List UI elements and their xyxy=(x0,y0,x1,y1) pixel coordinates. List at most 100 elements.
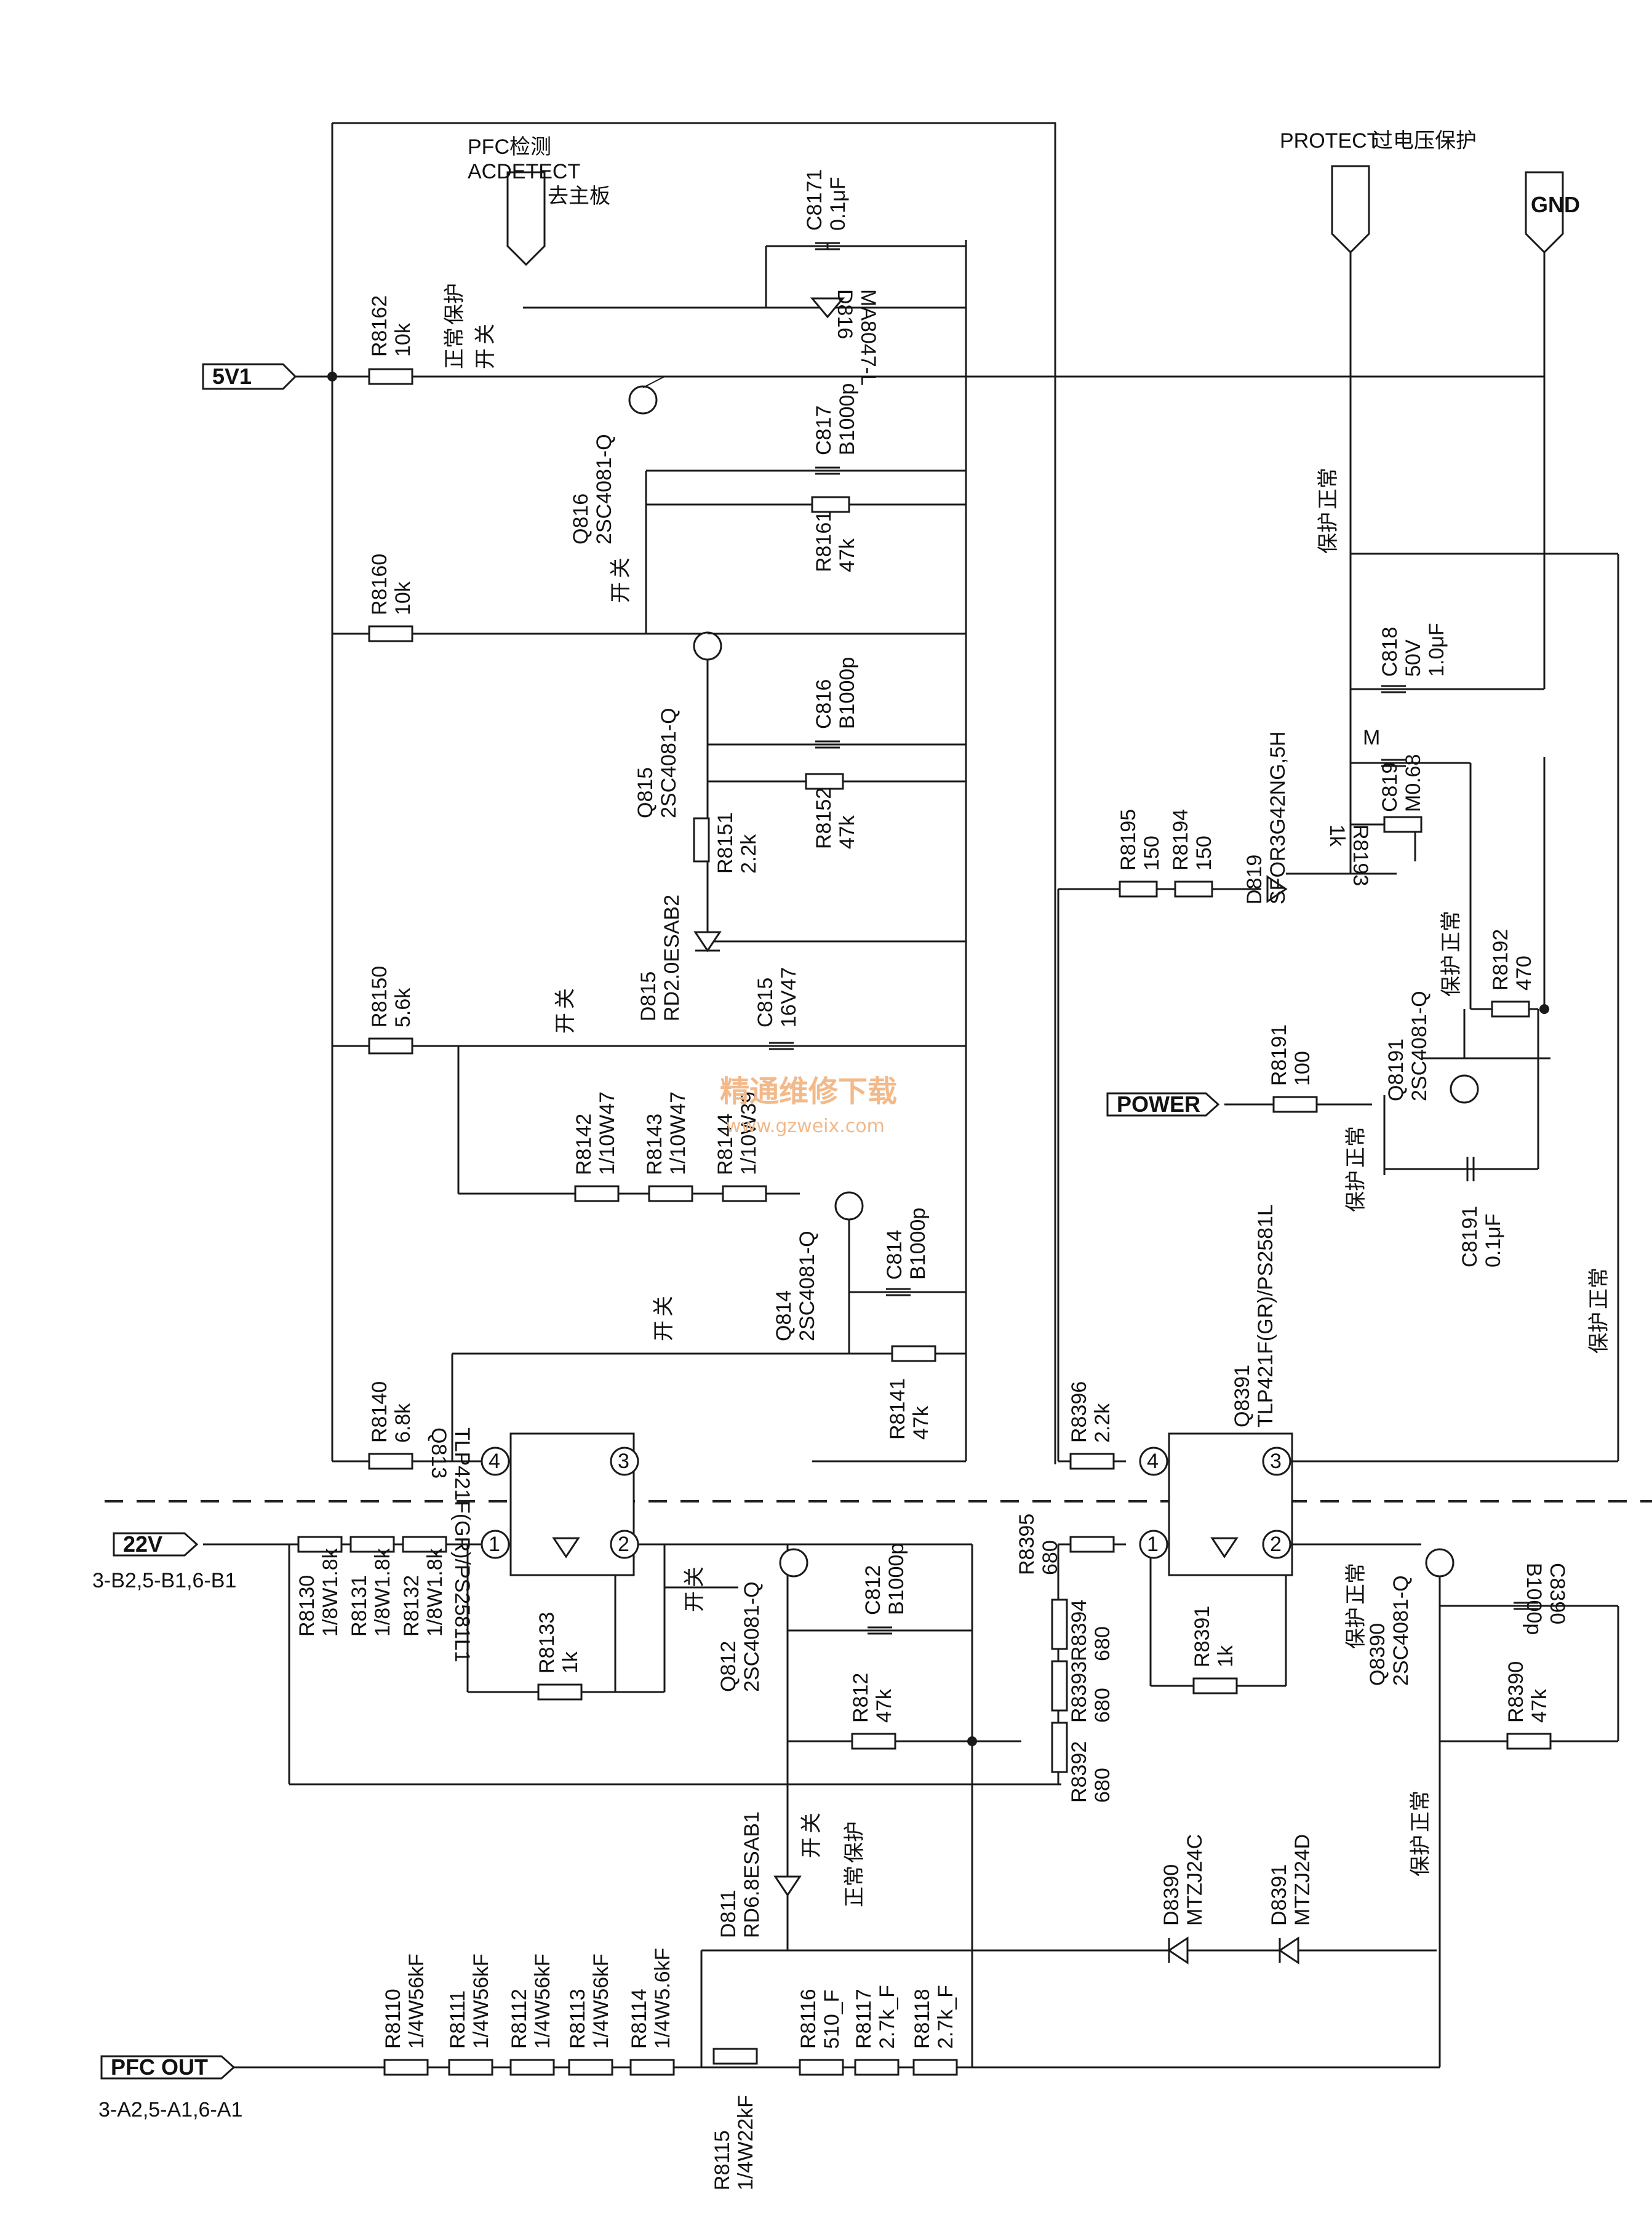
label-r8161: R8161 47k xyxy=(812,511,859,572)
svg-text:开: 开 xyxy=(652,1320,676,1341)
svg-text:C812: C812 xyxy=(861,1565,885,1615)
q813-pin-1-label: 1 xyxy=(489,1533,500,1556)
label-c8171: C8171 0.1μF xyxy=(803,169,850,231)
label-r8117: R8117 2.7k_F xyxy=(852,1985,899,2049)
svg-text:关: 关 xyxy=(800,1813,823,1834)
svg-text:1/10W39: 1/10W39 xyxy=(737,1092,760,1175)
resistor-r8191 xyxy=(1272,1096,1318,1113)
label-r8195: R8195 150 xyxy=(1117,809,1163,871)
capacitor-c818 xyxy=(1381,685,1406,693)
over-voltage-label: 过电压保护 xyxy=(1372,129,1477,153)
connector-power: POWER xyxy=(1106,1092,1220,1117)
svg-text:R8195: R8195 xyxy=(1117,809,1140,871)
svg-text:关: 关 xyxy=(652,1296,676,1317)
diode-d811 xyxy=(773,1875,802,1897)
capacitors xyxy=(769,242,1538,1635)
label-r8162: R8162 10k xyxy=(368,295,415,357)
svg-text:Q812: Q812 xyxy=(717,1641,740,1692)
svg-text:正常: 正常 xyxy=(1344,1126,1368,1168)
label-q813: TLP421F(GR)/PS2581L1 Q813 xyxy=(427,1427,474,1662)
svg-text:R8118: R8118 xyxy=(911,1989,934,2049)
state-on-off-d811: 开 关 xyxy=(800,1813,823,1858)
transistor-q815 xyxy=(693,631,732,661)
svg-text:Q8391: Q8391 xyxy=(1231,1365,1254,1427)
svg-text:1/4W56kF: 1/4W56kF xyxy=(405,1954,428,2049)
svg-text:SFOR3G42NG,5H: SFOR3G42NG,5H xyxy=(1266,731,1290,904)
svg-text:510_F: 510_F xyxy=(820,1990,844,2049)
svg-text:正常: 正常 xyxy=(1344,1563,1368,1605)
connector-gnd: GND xyxy=(1525,171,1580,254)
svg-text:680: 680 xyxy=(1091,1626,1114,1661)
svg-text:6.8k: 6.8k xyxy=(391,1403,415,1443)
q813-pin-4 xyxy=(481,1447,510,1476)
svg-text:C818: C818 xyxy=(1378,627,1402,677)
svg-text:10k: 10k xyxy=(391,581,415,615)
label-r8111: R8111 1/4W56kF xyxy=(446,1954,493,2049)
resistor-r8130 xyxy=(297,1536,343,1553)
svg-text:0.1μF: 0.1μF xyxy=(1482,1213,1505,1267)
capacitor-c8390 xyxy=(1514,1602,1538,1610)
svg-text:正常: 正常 xyxy=(1587,1267,1611,1309)
watermark: 精通维修下载 www.gzweix.com xyxy=(720,1074,897,1137)
state-normal-protect-acdetect: 正常 保护 xyxy=(443,283,466,369)
svg-text:R8162: R8162 xyxy=(368,295,391,357)
to-main-board-label: 去主板 xyxy=(548,185,610,208)
svg-text:1/8W1.8k: 1/8W1.8k xyxy=(423,1547,447,1637)
svg-text:Q815: Q815 xyxy=(634,767,657,818)
svg-text:2.2k: 2.2k xyxy=(737,834,760,874)
state-protect-normal-d8391: 保护 正常 xyxy=(1409,1790,1432,1877)
svg-text:M0.68: M0.68 xyxy=(1402,754,1425,813)
svg-text:正常: 正常 xyxy=(1409,1790,1432,1832)
resistor-r8152 xyxy=(805,773,844,790)
connector-pfc-out: PFC OUT 3-A2,5-A1,6-A1 xyxy=(98,2054,242,2121)
state-on-off-r8150: 开 关 xyxy=(554,988,577,1034)
svg-text:C8171: C8171 xyxy=(803,169,826,231)
label-c817: C817 B1000p xyxy=(812,383,859,455)
state-protect-normal-q8191: 保护 正常 xyxy=(1440,911,1463,997)
resistors xyxy=(297,368,1552,2076)
resistor-r8140 xyxy=(368,1453,413,1470)
resistor-r8160 xyxy=(368,625,413,642)
svg-text:470: 470 xyxy=(1512,956,1536,991)
label-d8391: D8391 MTZJ24D xyxy=(1267,1834,1314,1926)
state-on-off-q814: 开 关 xyxy=(652,1296,676,1341)
label-r8192: R8192 470 xyxy=(1489,929,1536,991)
svg-text:2SC4081-Q: 2SC4081-Q xyxy=(796,1231,819,1341)
label-r8118: R8118 2.7k_F xyxy=(911,1985,957,2049)
label-r8142: R8142 1/10W47 xyxy=(572,1092,619,1175)
diode-d819 xyxy=(1266,875,1288,903)
connector-pfc-out-label: PFC OUT xyxy=(111,2054,208,2080)
svg-text:1k: 1k xyxy=(1325,824,1349,847)
label-r8131: R8131 1/8W1.8k xyxy=(348,1547,394,1637)
label-r8116: R8116 510_F xyxy=(797,1989,844,2049)
resistor-r8391 xyxy=(1192,1677,1238,1694)
svg-text:正常: 正常 xyxy=(1440,911,1463,952)
q8391-pin-2 xyxy=(1262,1530,1291,1559)
svg-text:Q813: Q813 xyxy=(427,1427,450,1479)
state-protect-normal-q8390: 保护 正常 xyxy=(1344,1563,1368,1649)
label-r8112: R8112 1/4W56kF xyxy=(508,1954,554,2049)
svg-text:R8115: R8115 xyxy=(711,2130,734,2190)
label-r8115: R8115 1/4W22kF xyxy=(711,2095,757,2190)
label-r8392: R8392 680 xyxy=(1067,1741,1114,1803)
svg-text:开: 开 xyxy=(609,582,632,603)
svg-text:Q814: Q814 xyxy=(772,1290,796,1341)
svg-text:开: 开 xyxy=(474,348,497,369)
resistor-r812 xyxy=(851,1733,896,1750)
resistor-r8133 xyxy=(537,1683,583,1701)
svg-text:MA8047-L: MA8047-L xyxy=(856,289,880,386)
c819-mark: M xyxy=(1363,726,1380,749)
diodes xyxy=(693,297,1299,1965)
state-normal-protect-d811: 正常 保护 xyxy=(843,1821,866,1907)
label-q814: Q814 2SC4081-Q xyxy=(772,1231,819,1341)
svg-text:R8160: R8160 xyxy=(368,554,391,615)
svg-text:D8390: D8390 xyxy=(1160,1864,1183,1926)
svg-text:D811: D811 xyxy=(717,1890,740,1938)
svg-text:B1000p: B1000p xyxy=(885,1543,908,1615)
q8391-pin-3 xyxy=(1262,1447,1291,1476)
connector-5v1: 5V1 xyxy=(202,363,297,390)
svg-text:R8193: R8193 xyxy=(1349,824,1372,886)
svg-text:关: 关 xyxy=(474,324,497,345)
label-r8114: R8114 1/4W5.6kF xyxy=(628,1948,674,2049)
svg-text:R8394: R8394 xyxy=(1067,1600,1091,1661)
